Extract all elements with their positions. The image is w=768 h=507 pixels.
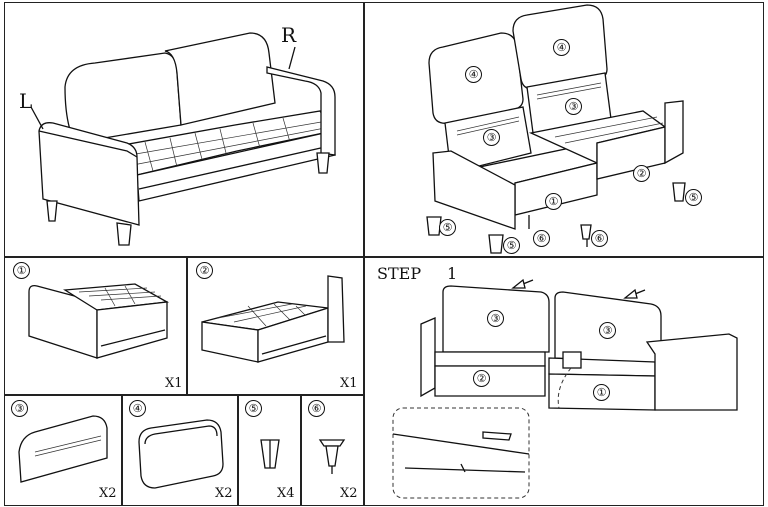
part-4-id: ④ xyxy=(129,400,146,417)
part-4-panel: ④ X2 xyxy=(122,395,238,506)
part-4-qty: X2 xyxy=(215,486,233,501)
step-callout-backrest-left: ③ xyxy=(487,310,504,327)
callout-leg-c: ⑤ xyxy=(685,189,702,206)
part-5-id: ⑤ xyxy=(245,400,262,417)
callout-backrest-right: ③ xyxy=(565,98,582,115)
callout-backcushion-right: ④ xyxy=(553,39,570,56)
part-2-panel: ② X1 xyxy=(187,257,364,395)
step-callout-backrest-right: ③ xyxy=(599,322,616,339)
callout-hardware-a: ⑥ xyxy=(533,230,550,247)
step-label: STEP xyxy=(377,264,422,283)
callout-backcushion-left: ④ xyxy=(465,66,482,83)
part-3-qty: X2 xyxy=(99,486,117,501)
assembled-sofa-drawing xyxy=(30,32,336,246)
part-1-drawing xyxy=(28,283,170,359)
callout-hardware-b: ⑥ xyxy=(591,230,608,247)
part-5-qty: X4 xyxy=(277,486,295,501)
left-arm-label: L xyxy=(19,89,33,113)
part-1-qty: X1 xyxy=(165,376,183,391)
part-3-panel: ③ X2 xyxy=(4,395,122,506)
exploded-view-panel: ④ ④ ③ ③ ① ② ⑤ ⑤ ⑤ ⑥ ⑥ xyxy=(364,2,764,257)
part-3-drawing xyxy=(18,415,108,483)
step-callout-seat-2: ② xyxy=(473,370,490,387)
callout-seat-1: ① xyxy=(545,193,562,210)
step-1-panel: STEP 1 ③ ③ ② ① xyxy=(364,257,764,506)
step-number: 1 xyxy=(447,264,458,283)
part-2-qty: X1 xyxy=(340,376,358,391)
part-2-id: ② xyxy=(196,262,213,279)
part-2-drawing xyxy=(201,275,345,363)
right-arm-label: R xyxy=(281,23,297,47)
part-1-id: ① xyxy=(13,262,30,279)
part-6-qty: X2 xyxy=(340,486,358,501)
part-4-drawing xyxy=(138,419,224,489)
part-6-panel: ⑥ X2 xyxy=(301,395,364,506)
callout-leg-b: ⑤ xyxy=(503,237,520,254)
callout-backrest-left: ③ xyxy=(483,129,500,146)
step-1-drawing xyxy=(392,278,738,499)
step-callout-seat-1: ① xyxy=(593,384,610,401)
part-3-id: ③ xyxy=(11,400,28,417)
callout-seat-2: ② xyxy=(633,165,650,182)
part-6-id: ⑥ xyxy=(308,400,325,417)
part-6-drawing xyxy=(318,439,346,474)
part-5-drawing xyxy=(260,439,280,469)
part-5-panel: ⑤ X4 xyxy=(238,395,301,506)
part-1-panel: ① X1 xyxy=(4,257,187,395)
callout-leg-a: ⑤ xyxy=(439,219,456,236)
overview-panel: L R xyxy=(4,2,364,257)
